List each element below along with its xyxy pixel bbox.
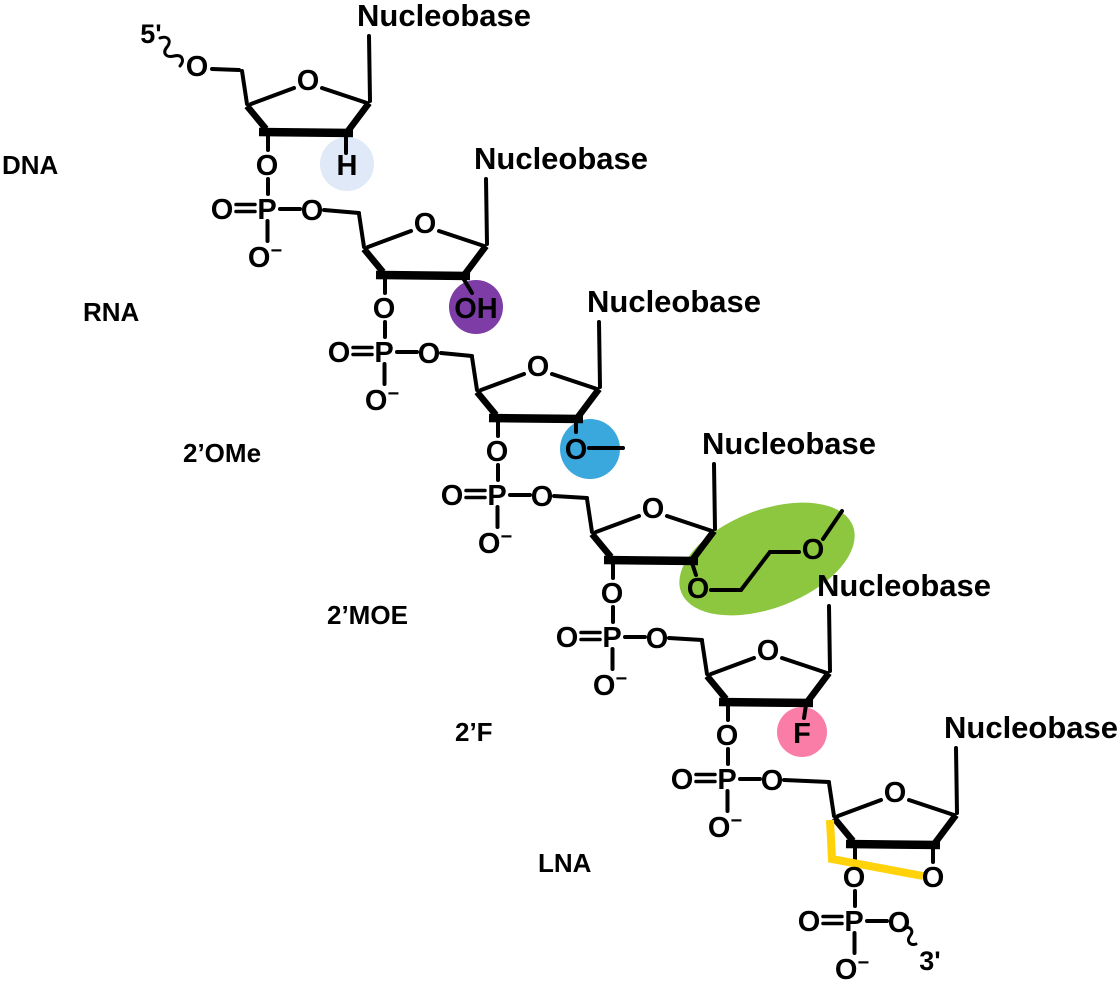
ring-oxygen-label: O — [527, 351, 550, 383]
label-dna: DNA — [2, 150, 59, 180]
phosphate-double-o-label: O — [556, 622, 579, 654]
connector-p1-unit2 — [322, 208, 361, 215]
phosphate-o-minus-label: O− — [835, 952, 869, 982]
phosphate-bridge-o-label: O — [646, 623, 669, 655]
moe-o2-label: O — [802, 534, 825, 566]
nucleobase-label: Nucleobase — [944, 710, 1117, 745]
nucleotide-unit-2moe: Nucleobase O O O O O P O O− — [556, 426, 876, 702]
o3-prime-label: O — [716, 720, 739, 752]
nucleotide-unit-rna: Nucleobase O OH O O P O O− — [328, 141, 648, 417]
nucleobase-label: Nucleobase — [817, 568, 991, 603]
phosphate-double-o-label: O — [671, 764, 694, 796]
o3-prime-label: O — [843, 862, 866, 894]
phosphorus-label: P — [257, 194, 276, 226]
connector-p2-unit3 — [439, 351, 474, 358]
phosphate-bridge-o-label: O — [418, 338, 441, 370]
bond-c2-o1 — [690, 561, 698, 577]
phosphate-o-minus-label: O− — [478, 526, 512, 560]
five-prime-label: 5' — [140, 19, 161, 49]
phosphorus-label: P — [602, 622, 621, 654]
phosphate-double-o-label: O — [798, 906, 821, 938]
modification-name-labels: DNA RNA 2’OMe 2’MOE 2’F LNA — [2, 150, 592, 878]
dna-2prime-highlight-circle — [320, 137, 374, 191]
label-2moe: 2’MOE — [327, 600, 408, 630]
label-rna: RNA — [83, 297, 140, 327]
phosphorus-label: P — [374, 337, 393, 369]
substituent-f-label: F — [793, 718, 811, 750]
connector-p4-unit5 — [667, 636, 704, 642]
phosphate-bridge-o-label: O — [301, 195, 324, 227]
o3-prime-label: O — [373, 293, 396, 325]
o3-prime-label: O — [486, 436, 509, 468]
lna-bridge — [826, 819, 924, 880]
bond-o2-methyl — [821, 509, 844, 541]
five-prime-squiggle — [158, 35, 184, 68]
rna-2prime-highlight-circle — [449, 280, 503, 334]
three-prime-label: 3' — [919, 946, 940, 976]
phosphate-o-minus-label: O− — [248, 240, 282, 274]
substituent-o-label: O — [565, 434, 588, 466]
phosphate-double-o-label: O — [328, 337, 351, 369]
three-prime-squiggle — [902, 926, 918, 946]
phosphorus-label: P — [717, 764, 736, 796]
phosphate-bridge-o-label: O — [761, 765, 784, 797]
connector-p5-unit6 — [782, 778, 831, 784]
phosphate-bridge-o-label: O — [888, 907, 911, 939]
label-2ome: 2’OMe — [183, 438, 261, 468]
nucleotide-unit-2ome: Nucleobase O O O O P O O− — [441, 284, 761, 560]
connector-p3-unit4 — [552, 494, 589, 500]
substituent-oh-label: OH — [454, 293, 498, 325]
phosphorus-label: P — [487, 480, 506, 512]
nucleobase-label: Nucleobase — [474, 141, 648, 176]
o3-prime-label: O — [256, 150, 279, 182]
phosphate-o-minus-label: O− — [365, 383, 399, 417]
label-2f: 2’F — [455, 717, 493, 747]
ring-oxygen-label: O — [884, 777, 907, 809]
nucleotide-unit-2f: Nucleobase O F O O P O O− — [671, 568, 991, 844]
bridge-oxygen-label: O — [922, 862, 945, 894]
phosphate-o-minus-label: O− — [593, 668, 627, 702]
nucleobase-label: Nucleobase — [587, 284, 761, 319]
bond-c2-f — [802, 703, 808, 720]
o5-prime-label: O — [186, 51, 209, 83]
phosphate-bridge-o-label: O — [531, 481, 554, 513]
nucleotide-unit-dna: 5' O Nucleobase O H O O P O O− — [140, 0, 531, 274]
moe-o1-label: O — [687, 573, 710, 605]
backbone-connectors — [322, 208, 831, 784]
bond-ch2-ch2 — [739, 550, 772, 592]
ring-oxygen-label: O — [757, 635, 780, 667]
2f-2prime-highlight-circle — [777, 707, 827, 757]
ring-oxygen-label: O — [297, 65, 320, 97]
label-lna: LNA — [538, 848, 592, 878]
bond-c2-oh — [461, 276, 474, 295]
nucleobase-label: Nucleobase — [702, 426, 876, 461]
bond-o5-c5 — [210, 67, 241, 72]
phosphate-o-minus-label: O− — [708, 810, 742, 844]
phosphate-double-o-label: O — [211, 194, 234, 226]
ring-oxygen-label: O — [414, 208, 437, 240]
nucleotide-unit-lna: Nucleobase O O O O P O O− 3' — [798, 710, 1117, 982]
substituent-h-label: H — [337, 150, 358, 182]
phosphorus-label: P — [844, 906, 863, 938]
o3-prime-label: O — [601, 578, 624, 610]
phosphate-double-o-label: O — [441, 480, 464, 512]
ring-oxygen-label: O — [642, 493, 665, 525]
nucleobase-label: Nucleobase — [357, 0, 531, 33]
